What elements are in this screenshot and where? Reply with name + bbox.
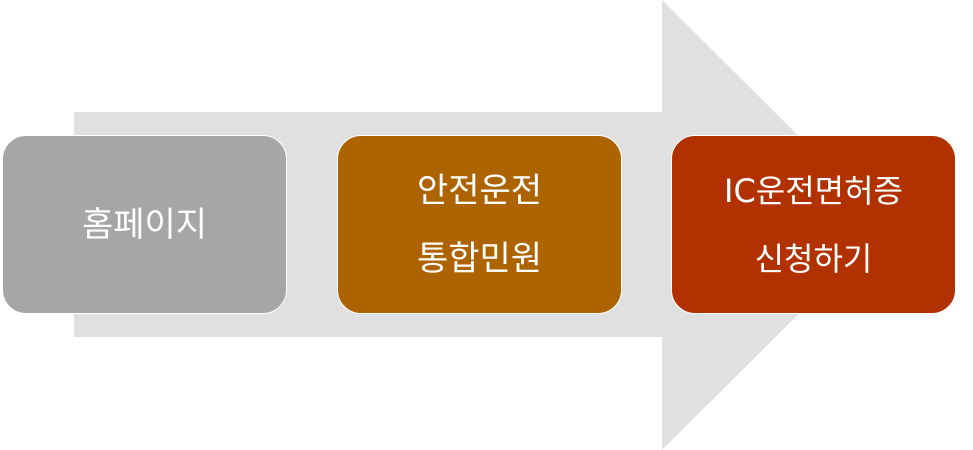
step-1-line-1: 홈페이지 (81, 204, 208, 245)
step-2-line-2: 통합민원 (416, 238, 543, 279)
step-3-line-2: 신청하기 (754, 239, 873, 278)
step-homepage: 홈페이지 (2, 135, 287, 314)
step-2-line-1: 안전운전 (416, 170, 543, 211)
step-3-line-1: IC운전면허증 (724, 171, 903, 210)
step-safe-driving-civil-service: 안전운전 통합민원 (337, 135, 622, 314)
step-ic-license-application: IC운전면허증 신청하기 (671, 135, 956, 314)
